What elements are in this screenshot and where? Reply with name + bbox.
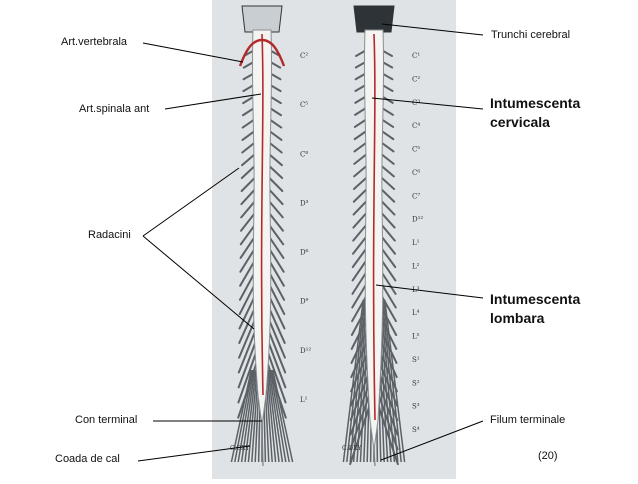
cauda-rootlet <box>266 369 277 463</box>
segment-marker: C⁶ <box>412 169 420 177</box>
segment-marker: D¹² <box>300 347 311 355</box>
cauda-rootlet <box>270 369 290 463</box>
label-intumescenta-lombara: Intumescenta lombara <box>490 290 610 328</box>
label-filum-terminale: Filum terminale <box>490 414 566 426</box>
segment-marker: L⁵ <box>412 333 420 341</box>
cauda-rootlet <box>382 299 402 463</box>
vertebral-arteries <box>238 38 286 67</box>
segment-marker: D³ <box>300 199 309 207</box>
pointer-trunchi-cerebral <box>381 23 484 36</box>
cauda-rootlet <box>384 299 406 463</box>
label-intumescenta-cervicala-line2: cervicala <box>490 114 550 130</box>
label-intumescenta-lombara-line2: lombara <box>490 310 545 326</box>
segment-marker: C¹ <box>412 52 420 60</box>
filum-line <box>261 424 264 467</box>
pointer-lines <box>137 23 484 462</box>
cauda-rootlet <box>346 299 366 463</box>
label-art-spinala-ant: Art.spinala ant <box>79 103 150 115</box>
specimen-caption: C.OXY <box>342 445 362 452</box>
segment-marker: L¹ <box>412 239 420 247</box>
label-intumescenta-cervicala: Intumescenta cervicala <box>490 94 610 132</box>
segment-marker: L² <box>412 262 420 270</box>
segment-marker: D⁶ <box>300 249 309 257</box>
specimen-caption: C.OXY <box>230 445 250 452</box>
label-intumescenta-cervicala-line1: Intumescenta <box>490 95 581 111</box>
cauda-rootlet <box>380 299 396 463</box>
cauda-rootlet <box>349 299 367 463</box>
label-intumescenta-lombara-line1: Intumescenta <box>490 291 581 307</box>
label-trunchi-cerebral: Trunchi cerebral <box>491 29 571 41</box>
pointer-intumescenta-lombara <box>375 284 484 299</box>
pointer-filum-terminale <box>380 420 484 461</box>
nerve-root-left <box>237 357 259 419</box>
label-radacini: Radacini <box>88 229 131 241</box>
cauda-rootlet <box>230 369 252 463</box>
segment-marker: S² <box>412 379 420 387</box>
pointer-radacini-upper <box>142 167 240 237</box>
pointer-coada-de-cal <box>137 445 251 462</box>
segment-marker: C⁷ <box>412 192 420 200</box>
label-figure-number: (20) <box>538 450 558 462</box>
pointer-art-vertebrala <box>142 42 244 63</box>
cauda-rootlet <box>342 299 364 463</box>
cauda-rootlet <box>352 299 368 463</box>
brain-stem <box>241 5 283 33</box>
segment-marker: C² <box>412 75 420 83</box>
cauda-rootlet <box>381 299 399 463</box>
pointer-intumescenta-cervicala <box>371 97 484 110</box>
cauda-rootlet <box>234 369 254 463</box>
segment-marker: L⁴ <box>412 309 420 317</box>
segment-marker: C⁵ <box>300 101 308 109</box>
left-spinal-cord-specimen: C² C⁵ C⁸ D³ D⁶ D⁹ D¹² L¹ C.OXY <box>230 5 311 467</box>
pointer-radacini-lower <box>142 235 255 330</box>
segment-marker: S⁴ <box>412 426 420 434</box>
segment-marker: S³ <box>412 403 420 411</box>
brain-stem <box>353 5 395 33</box>
anterior-spinal-artery <box>260 33 264 396</box>
segment-marker: C⁴ <box>412 122 420 130</box>
label-art-vertebrala: Art.vertebrala <box>61 36 128 48</box>
segment-marker: C⁵ <box>412 146 420 154</box>
segment-marker: D¹² <box>412 216 423 224</box>
cauda-rootlet <box>272 369 294 463</box>
cauda-rootlet <box>267 369 280 463</box>
segment-marker: C⁸ <box>300 150 308 158</box>
nerve-root-right <box>265 346 287 404</box>
cauda-rootlet <box>247 369 258 463</box>
segment-marker: L¹ <box>300 396 308 404</box>
segment-marker: D⁹ <box>300 298 309 306</box>
cauda-equina <box>230 369 294 463</box>
anterior-spinal-artery <box>372 33 376 421</box>
cauda-rootlet <box>268 369 284 463</box>
cauda-rootlet <box>269 369 287 463</box>
label-con-terminal: Con terminal <box>75 414 138 426</box>
segment-marker: C² <box>300 52 308 60</box>
segment-marker: S¹ <box>412 356 420 364</box>
filum-line <box>373 449 376 467</box>
label-coada-de-cal: Coada de cal <box>55 453 120 465</box>
cauda-rootlet <box>237 369 255 463</box>
pointer-art-spinala-ant <box>164 93 262 110</box>
nerve-root-left <box>237 346 259 404</box>
segment-markers: C² C⁵ C⁸ D³ D⁶ D⁹ D¹² L¹ <box>300 52 311 404</box>
nerve-root-right <box>265 357 287 419</box>
